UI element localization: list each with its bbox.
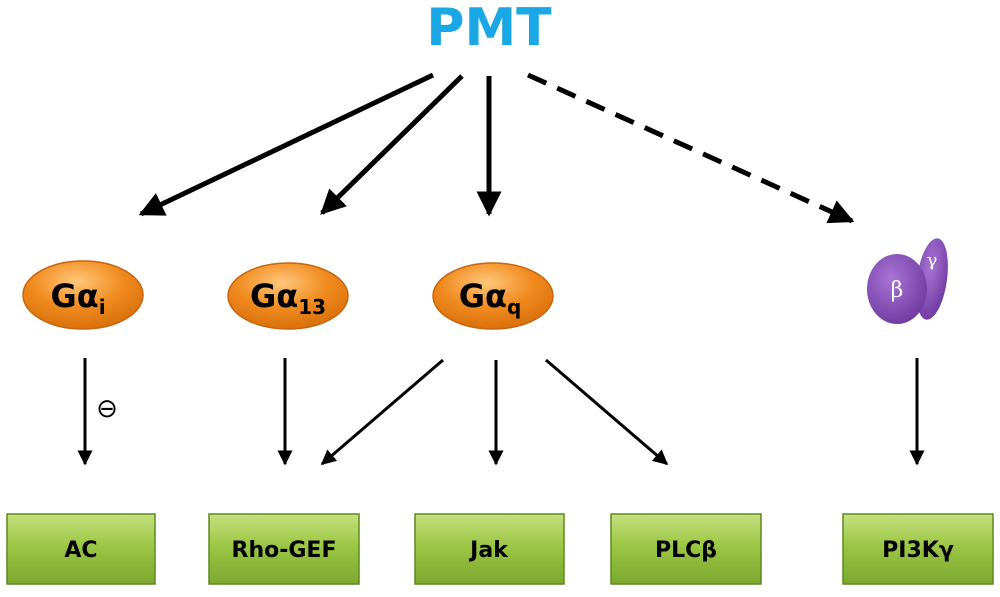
g-alpha-q-label: Gαq <box>459 277 522 319</box>
g-alpha-13: Gα13 <box>227 262 349 330</box>
beta-label: β <box>891 278 904 303</box>
effector-pi3k-label: PI3Kγ <box>882 538 954 563</box>
downstream-arrows <box>77 358 925 466</box>
effector-rho-gef: Rho-GEF <box>208 513 360 585</box>
effector-ac-box <box>6 513 156 585</box>
g-alpha-i: Gαi <box>22 260 144 330</box>
arrow-pmt-to-ga13 <box>320 74 464 215</box>
effector-rho-gef-label: Rho-GEF <box>232 538 337 563</box>
effector-pi3k: PI3Kγ <box>842 513 994 585</box>
pmt-arrows <box>138 72 855 224</box>
gamma-label: γ <box>927 250 938 271</box>
inhibition-symbol: ⊖ <box>96 394 118 424</box>
arrow-pmt-to-beta-gamma-dashed <box>526 72 855 224</box>
g-alpha-13-label: Gα13 <box>250 277 326 319</box>
effector-plc: PLCβ <box>610 513 762 585</box>
arrow-pmt-to-gai <box>138 72 435 217</box>
effector-pi3k-box <box>842 513 994 585</box>
g-alpha-i-oval <box>22 260 144 330</box>
effector-ac: AC <box>6 513 156 585</box>
g-alpha-q: Gαq <box>432 262 554 330</box>
effector-jak-label: Jak <box>468 538 509 563</box>
g-alpha-i-label: Gαi <box>50 277 105 319</box>
g-alpha-13-oval <box>227 262 349 330</box>
g-alpha-q-oval <box>432 262 554 330</box>
beta-subunit <box>867 254 927 324</box>
diagram-title: PMT <box>426 0 552 58</box>
effector-jak-box <box>414 513 565 585</box>
effector-plc-label: PLCβ <box>655 538 717 563</box>
arrow-gaq-to-rhogef <box>320 358 444 466</box>
effector-ac-label: AC <box>64 538 97 563</box>
effector-jak: Jak <box>414 513 565 585</box>
arrow-gaq-to-plc <box>545 358 669 466</box>
beta-gamma-dimer: β γ <box>867 238 948 324</box>
effector-rho-gef-box <box>208 513 360 585</box>
effector-plc-box <box>610 513 762 585</box>
